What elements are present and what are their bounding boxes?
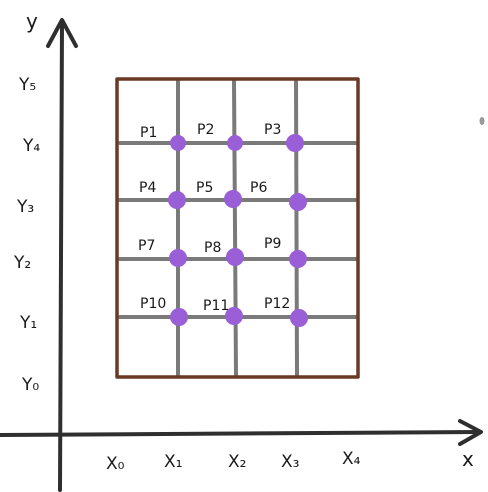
point-p4 — [168, 191, 186, 209]
y-tick-label-0: Y₀ — [21, 375, 39, 395]
point-p6 — [289, 193, 307, 211]
x-tick-label-2: X₂ — [228, 452, 246, 472]
point-p5 — [224, 190, 242, 208]
point-label-p12: P12 — [264, 296, 290, 312]
point-label-p6: P6 — [250, 180, 267, 196]
point-p11 — [225, 307, 243, 325]
point-label-p3: P3 — [264, 122, 281, 138]
point-p12 — [290, 309, 308, 327]
grid-border — [115, 77, 360, 379]
y-axis-arrowhead — [46, 18, 78, 48]
x-axis-arrowhead — [458, 419, 483, 446]
point-p7 — [169, 249, 187, 267]
point-label-p11: P11 — [203, 298, 229, 314]
x-tick-labels: X₀ X₁ X₂ X₃ X₄ — [106, 449, 361, 474]
point-label-p9: P9 — [264, 236, 281, 252]
y-tick-label-5: Y₅ — [18, 75, 36, 95]
point-label-p8: P8 — [204, 240, 221, 256]
point-p2 — [227, 135, 243, 151]
point-p1 — [170, 135, 186, 151]
point-label-p4: P4 — [139, 180, 156, 196]
point-label-p1: P1 — [140, 125, 157, 141]
y-tick-label-2: Y₂ — [13, 253, 31, 273]
x-axis — [0, 430, 482, 437]
x-tick-label-0: X₀ — [106, 454, 125, 474]
x-tick-label-1: X₁ — [164, 452, 182, 472]
y-axis — [58, 20, 64, 492]
x-axis-label: x — [462, 447, 474, 471]
point-p9 — [289, 250, 307, 268]
x-tick-label-3: X₃ — [281, 452, 299, 472]
grid-line-v3 — [294, 79, 299, 378]
axes — [0, 18, 483, 492]
point-label-p10: P10 — [140, 296, 166, 312]
point-label-p5: P5 — [196, 180, 213, 196]
point-label-p2: P2 — [197, 122, 214, 138]
y-tick-label-4: Y₄ — [22, 136, 40, 156]
point-labels: P1 P2 P3 P4 P5 P6 P7 P8 P9 P10 P11 P12 — [138, 122, 290, 314]
y-tick-label-1: Y₁ — [19, 313, 37, 333]
y-axis-label: y — [26, 9, 38, 33]
x-tick-label-4: X₄ — [342, 449, 361, 469]
grid-line-v2 — [232, 79, 238, 378]
y-tick-labels: Y₀ Y₁ Y₂ Y₃ Y₄ Y₅ — [13, 75, 40, 395]
point-p3 — [286, 134, 304, 152]
point-p8 — [226, 248, 244, 266]
point-label-p7: P7 — [138, 238, 155, 254]
point-p10 — [170, 308, 188, 326]
stray-dot — [479, 117, 485, 125]
points — [168, 134, 308, 327]
y-tick-label-3: Y₃ — [16, 197, 34, 217]
